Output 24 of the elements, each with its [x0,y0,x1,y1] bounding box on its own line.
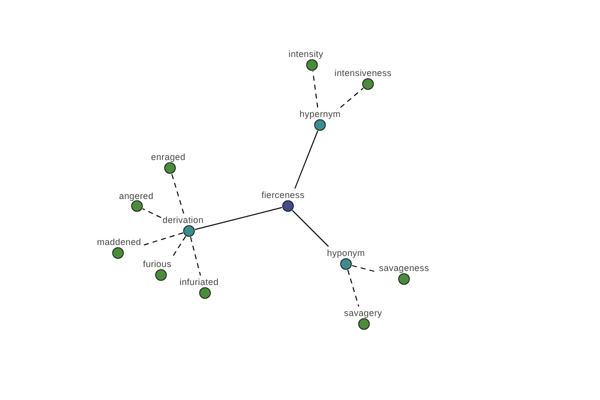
dashed-connector [340,88,364,108]
node-label: infuriated [180,277,219,287]
node-label: angered [119,191,154,201]
node-label: furious [143,259,172,269]
dashed-connector [190,236,201,276]
connector-line [194,207,282,230]
node-label: hyponym [327,248,365,258]
node-label: maddened [97,237,142,247]
node-label: intensiveness [334,68,392,78]
dashed-connector [172,236,186,258]
node-label: enraged [151,152,186,162]
connector-line [294,130,318,189]
node-label: derivation [162,215,204,225]
node-label: hypernym [300,109,341,119]
dashed-connector [171,173,184,214]
node-label: fierceness [262,190,305,200]
node-label: intensity [288,49,324,59]
node-label: savageness [379,263,430,273]
node-label: savagery [344,308,382,318]
dashed-connector [347,269,360,307]
dashed-connector [142,208,162,218]
connector-line [292,210,329,247]
dashed-connector [142,232,184,246]
dashed-connector [312,70,318,108]
